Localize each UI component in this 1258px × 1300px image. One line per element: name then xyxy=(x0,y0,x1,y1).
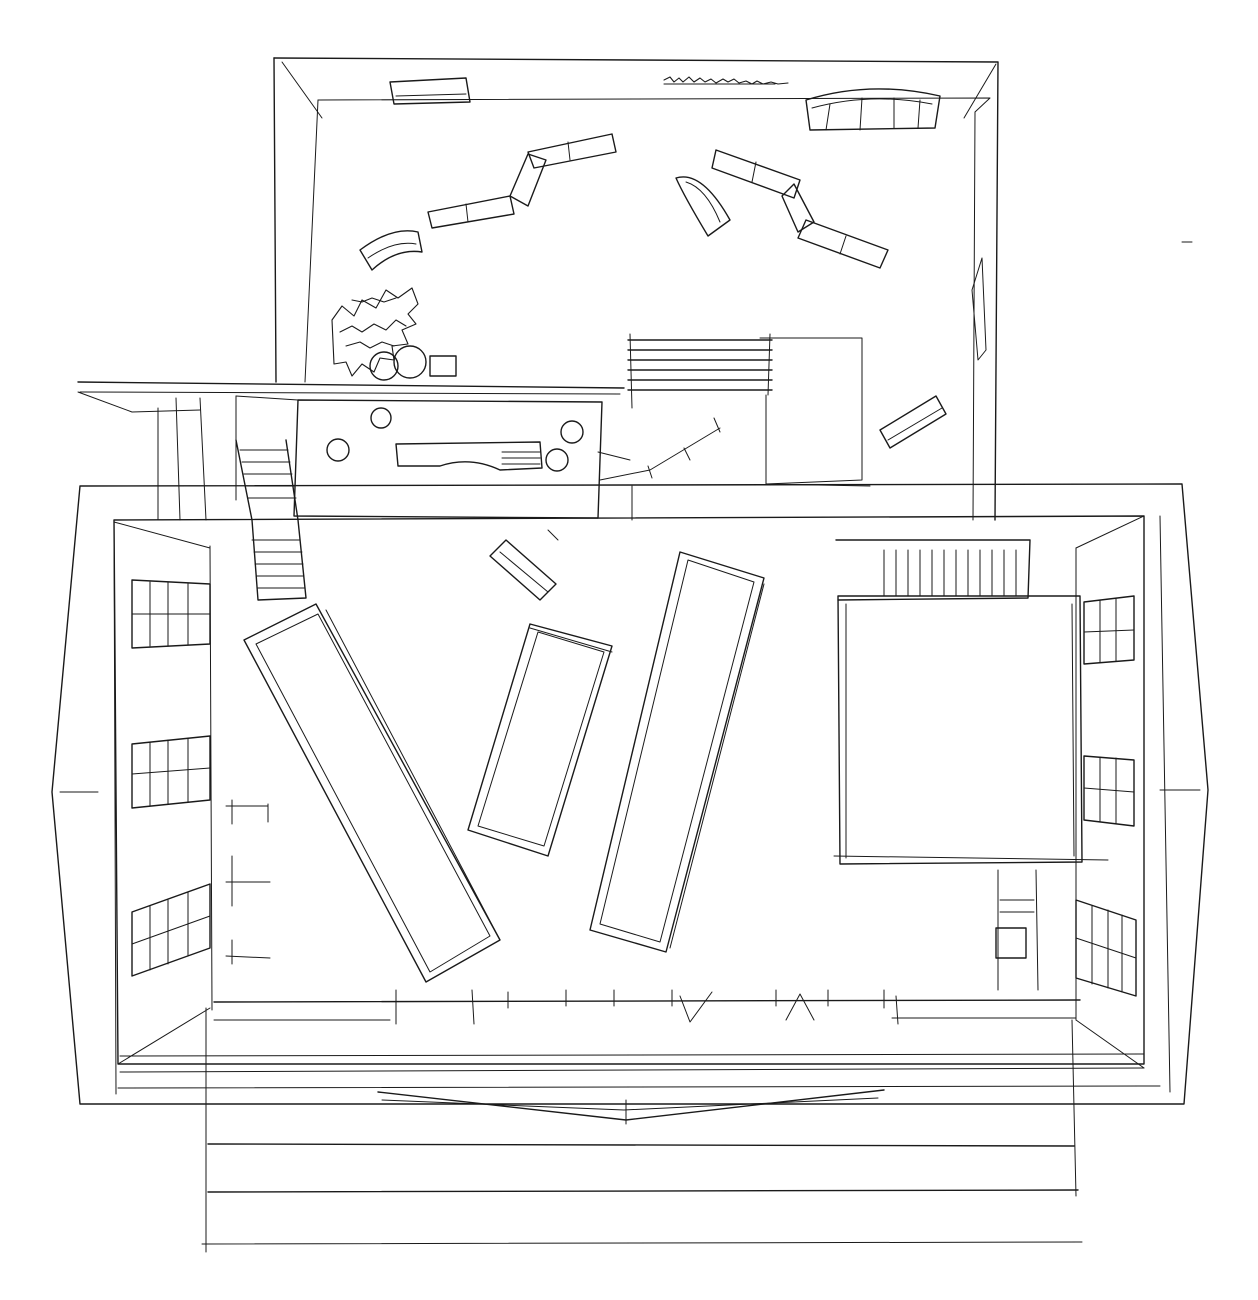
stool-1 xyxy=(370,407,392,429)
table-middle xyxy=(467,623,613,857)
small-cabinet xyxy=(995,869,1039,991)
upper-room-inner-wall xyxy=(317,97,991,521)
upper-scribble-label xyxy=(663,76,789,85)
right-shelves-bottom xyxy=(1075,899,1137,997)
corner-bl xyxy=(117,1007,211,1065)
right-shelves-mid xyxy=(1083,755,1135,827)
corner-br xyxy=(1075,1019,1145,1069)
small-angled-bench xyxy=(489,529,559,601)
bottom-rail xyxy=(213,989,1081,1025)
base-line-2 xyxy=(119,1067,1145,1073)
angled-bench-right-line xyxy=(887,407,943,441)
upper-room-outer-wall-left xyxy=(273,57,277,383)
small-box xyxy=(429,355,457,377)
right-shelves-top xyxy=(1083,595,1135,665)
counter-lines xyxy=(501,451,541,465)
round-table-2 xyxy=(393,345,427,379)
left-shelves-top xyxy=(131,579,211,649)
upper-room-outer-wall xyxy=(273,57,999,521)
curved-seat-left xyxy=(359,230,423,271)
left-shelves-mid xyxy=(131,735,211,809)
zigzag-line xyxy=(599,427,721,481)
left-shelves-bottom xyxy=(131,883,211,977)
counter-wave xyxy=(395,441,543,471)
upper-room-window-right xyxy=(971,257,987,361)
left-staircase xyxy=(235,439,307,601)
entrance-wedge xyxy=(377,1089,885,1121)
upper-room xyxy=(273,57,999,521)
middle-band xyxy=(77,381,633,601)
lower-room-inner-wall xyxy=(113,515,1145,1065)
base-strips xyxy=(201,1007,1083,1253)
upper-steps xyxy=(627,333,773,409)
upper-sofa xyxy=(805,88,941,131)
counter-box xyxy=(293,399,603,519)
corner-tl xyxy=(113,521,211,549)
corner-tr xyxy=(1075,515,1145,549)
upper-wall-unit-line xyxy=(395,93,467,97)
base-line-3 xyxy=(117,1085,1161,1089)
upper-room-corner-tr xyxy=(963,63,997,119)
upper-platform xyxy=(759,337,863,485)
upper-room-inner-wall-left xyxy=(304,99,319,383)
long-table-right xyxy=(589,551,765,953)
left-wall-fixtures xyxy=(225,799,271,965)
lower-room-outer-shell xyxy=(51,483,1209,1105)
stool-2 xyxy=(326,438,350,462)
upper-room-corner-tl xyxy=(281,61,323,119)
scribbled-plant xyxy=(331,287,419,377)
square-platform xyxy=(837,595,1083,865)
angled-bench-right xyxy=(879,395,947,449)
stool-4 xyxy=(545,448,569,472)
bench-chain-left xyxy=(427,133,617,229)
band-top-line xyxy=(77,381,625,389)
round-table-1 xyxy=(369,351,399,381)
long-table-left xyxy=(243,603,501,983)
band-top-line-2 xyxy=(79,391,621,395)
curved-seat-right xyxy=(675,176,731,237)
lower-room xyxy=(51,483,1209,1125)
band-left-corner xyxy=(77,391,201,413)
bench-chain-right xyxy=(711,149,889,269)
right-staircase xyxy=(835,539,1031,601)
stool-3 xyxy=(560,420,584,444)
base-line-1 xyxy=(119,1053,1145,1057)
upper-wall-unit xyxy=(389,77,471,105)
